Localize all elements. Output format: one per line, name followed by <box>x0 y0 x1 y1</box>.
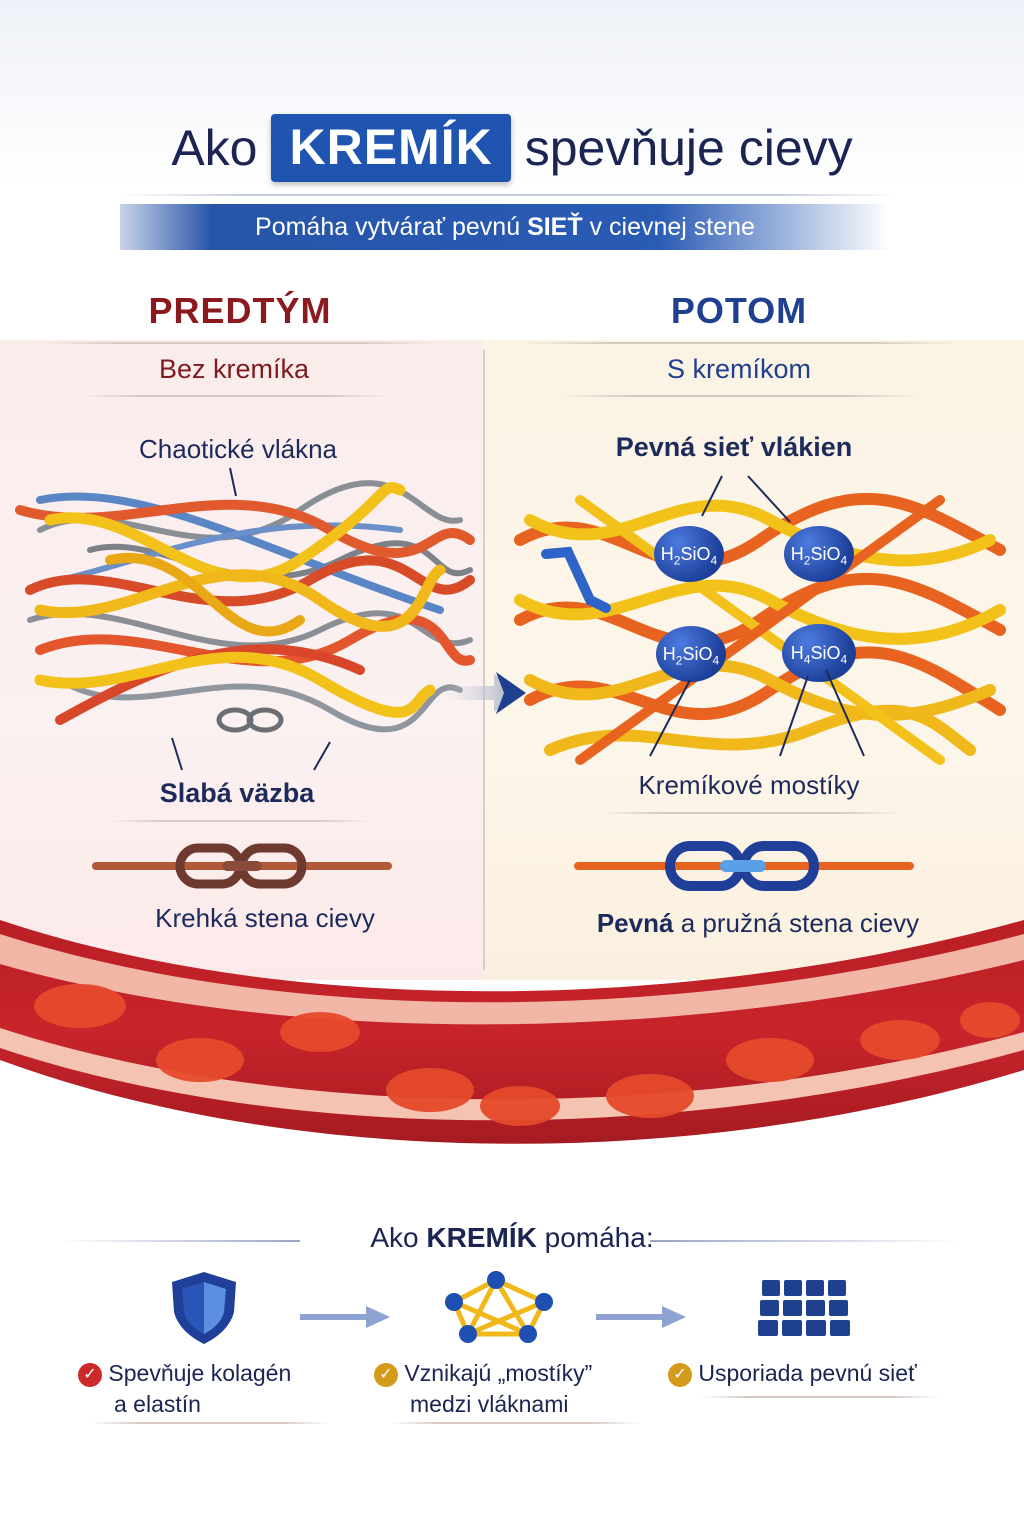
blood-vessel-illustration <box>0 920 1024 1144</box>
bottom-rule-left <box>60 1240 300 1242</box>
weak-bond-label: Slabá väzba <box>159 778 315 808</box>
strong-fiber-network-illustration <box>514 492 1006 765</box>
grid-icon <box>758 1280 850 1336</box>
before-heading: PREDTÝM <box>148 290 332 331</box>
weak-chain-links <box>216 707 284 733</box>
title-badge: KREMÍK <box>271 114 511 182</box>
bottom-rule-right <box>650 1240 960 1242</box>
after-subheading: S kremíkom <box>666 354 812 384</box>
callout-lines <box>649 475 865 757</box>
benefit-rule <box>390 1422 640 1424</box>
weak-bond-rule <box>110 820 370 822</box>
after-rule <box>520 342 960 344</box>
weak-chain-icon <box>92 843 392 889</box>
molecule-label: H4SiO4 <box>790 643 848 667</box>
benefit-rule <box>700 1396 940 1398</box>
benefit-line2: a elastín <box>114 1391 201 1417</box>
chaotic-fibers-label: Chaotické vlákna <box>139 434 337 464</box>
benefits-title: Ako KREMÍK pomáha: <box>0 1222 1024 1254</box>
benefit-line1: Spevňuje kolagén <box>108 1360 292 1386</box>
strong-chain-icon <box>574 841 914 891</box>
subtitle-post: v cievnej stene <box>589 213 755 241</box>
benefit-line1: Usporiada pevnú sieť <box>698 1360 917 1386</box>
bridges-rule <box>600 812 900 814</box>
silicon-bridges-label: Kremíkové mostíky <box>638 770 860 800</box>
fragile-wall-label: Krehká stena cievy <box>155 903 375 933</box>
benefit-item: ✓ Usporiada pevnú sieť <box>668 1358 968 1389</box>
benefit-item: ✓ Vznikajú „mostíky” medzi vláknami <box>374 1358 654 1420</box>
molecule-label: H2SiO4 <box>660 544 718 568</box>
strong-wall-rest: a pružná stena cievy <box>680 908 920 938</box>
before-rule <box>40 342 440 344</box>
molecule-node: H2SiO4 <box>654 526 724 582</box>
page-title: Ako KREMÍK spevňuje cievy <box>0 108 1024 188</box>
arrow-right-icon <box>596 1306 686 1328</box>
panel-divider <box>483 350 485 970</box>
benefit-line2: medzi vláknami <box>410 1391 569 1417</box>
molecule-label: H2SiO4 <box>790 544 848 568</box>
molecule-node: H2SiO4 <box>784 526 854 582</box>
title-post: spevňuje cievy <box>524 120 853 176</box>
check-icon: ✓ <box>78 1362 102 1387</box>
benefit-rule <box>90 1422 330 1424</box>
benefits-title-pre: Ako <box>370 1222 419 1253</box>
molecule-network-icon <box>445 1271 553 1343</box>
chaotic-fibers-illustration <box>15 467 475 771</box>
after-heading: POTOM <box>670 290 808 331</box>
subtitle-banner: Pomáha vytvárať pevnú SIEŤ v cievnej ste… <box>120 204 890 250</box>
molecule-label: H2SiO4 <box>662 644 720 668</box>
shield-icon <box>172 1272 236 1344</box>
benefit-line1: Vznikajú „mostíky” <box>404 1360 593 1386</box>
benefits-title-bold: KREMÍK <box>426 1222 537 1253</box>
molecule-node: H2SiO4 <box>656 626 726 682</box>
molecule-node: H4SiO4 <box>782 624 856 682</box>
before-subheading: Bez kremíka <box>158 354 310 384</box>
title-divider <box>120 194 900 196</box>
subtitle-bold: SIEŤ <box>527 213 583 241</box>
benefit-item: ✓ Spevňuje kolagén a elastín <box>78 1358 338 1420</box>
arrow-right-icon <box>300 1306 390 1328</box>
after-panel <box>484 340 1024 980</box>
strong-network-label: Pevná sieť vlákien <box>615 432 853 462</box>
title-pre: Ako <box>171 120 258 176</box>
before-sub-rule <box>80 395 390 397</box>
strong-wall-bold: Pevná <box>596 908 674 938</box>
check-icon: ✓ <box>668 1362 692 1387</box>
silicon-bridge <box>541 546 611 613</box>
benefits-title-post: pomáha: <box>544 1222 654 1253</box>
subtitle-pre: Pomáha vytvárať pevnú <box>255 213 521 241</box>
strong-wall-label: Pevná a pružná stena cievy <box>484 908 1024 939</box>
arrow-right-icon <box>446 672 526 714</box>
after-sub-rule <box>560 395 920 397</box>
check-icon: ✓ <box>374 1362 398 1387</box>
